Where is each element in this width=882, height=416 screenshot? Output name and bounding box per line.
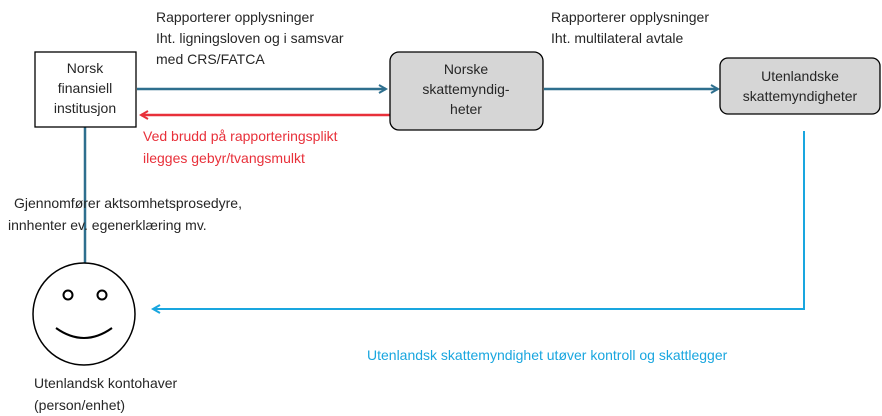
smiley-icon <box>32 262 136 366</box>
node-kontohaver-line2: (person/enhet) <box>34 397 125 413</box>
label-rapport-utenlandsk-line2: Iht. multilateral avtale <box>551 30 683 46</box>
label-brudd-line2: ilegges gebyr/tvangsmulkt <box>143 150 305 166</box>
label-rapport-utenlandsk-line1: Rapporterer opplysninger <box>551 9 709 25</box>
node-kontohaver-line1: Utenlandsk kontohaver <box>34 375 178 391</box>
label-rapport-norsk-line2: Iht. ligningsloven og i samsvar <box>156 30 344 46</box>
label-aktsomhet-line1: Gjennomfører aktsomhetsprosedyre, <box>14 195 242 211</box>
node-norsk-institusjon <box>34 51 137 128</box>
node-norske-myndigheter-line1: Norske <box>444 61 489 77</box>
label-brudd-line1: Ved brudd på rapporteringsplikt <box>143 128 338 144</box>
node-norsk-institusjon-line1: Norsk <box>67 60 105 76</box>
node-norsk-institusjon-line3: institusjon <box>54 100 116 116</box>
arrow-kontroll-cyan <box>153 131 805 309</box>
label-kontroll: Utenlandsk skattemyndighet utøver kontro… <box>367 347 728 363</box>
node-utenlandske-myndigheter-line1: Utenlandske <box>761 68 839 84</box>
label-aktsomhet-line2: innhenter ev. egenerklæring mv. <box>8 217 207 233</box>
node-norske-myndigheter-line3: heter <box>450 101 482 117</box>
node-utenlandske-myndigheter <box>719 57 881 115</box>
label-rapport-norsk-line1: Rapporterer opplysninger <box>156 9 314 25</box>
node-norske-myndigheter-line2: skattemyndig- <box>422 81 509 97</box>
node-utenlandske-myndigheter-line2: skattemyndigheter <box>743 88 858 104</box>
node-norske-myndigheter <box>389 51 544 131</box>
node-norsk-institusjon-line2: finansiell <box>58 80 112 96</box>
label-rapport-norsk-line3: med CRS/FATCA <box>156 51 265 67</box>
